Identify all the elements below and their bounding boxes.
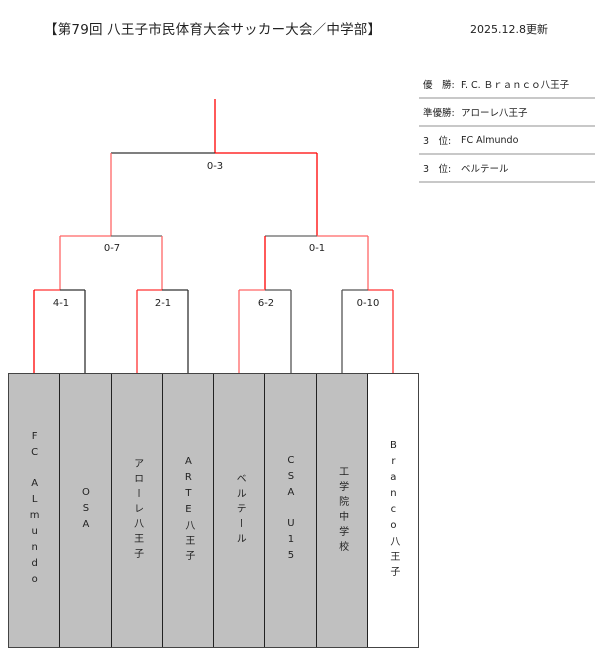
team-name: アローレ八王子	[131, 458, 143, 563]
team-box-champion: Branco八王子	[367, 374, 418, 647]
page-title: 【第79回 八王子市民体育大会サッカー大会／中学部】	[44, 22, 382, 38]
team-name: 工学院中学校	[336, 465, 348, 556]
result-label: 3 位:	[423, 136, 452, 147]
updated-date: 2025.12.8更新	[470, 23, 548, 36]
round1-score-4: 0-10	[356, 298, 380, 309]
result-value: ベルテール	[461, 164, 509, 175]
team-box: 工学院中学校	[316, 374, 368, 647]
result-label: 準優勝:	[423, 108, 455, 119]
final-score: 0-3	[206, 161, 224, 172]
team-box: FC ALmundo	[9, 374, 61, 647]
result-third-1: 3 位: FC Almundo	[419, 127, 595, 155]
team-name: ARTE八王子	[182, 456, 194, 565]
team-name: CSA U15	[285, 455, 297, 566]
result-runner-up: 準優勝: アローレ八王子	[419, 99, 595, 127]
round1-score-3: 6-2	[257, 298, 275, 309]
team-name: Branco八王子	[387, 440, 399, 581]
semifinal-score-2: 0-1	[308, 243, 326, 254]
team-box: ベルテール	[214, 374, 266, 647]
result-third-2: 3 位: ベルテール	[419, 155, 595, 183]
team-box: OSA	[60, 374, 112, 647]
result-value: アローレ八王子	[461, 108, 528, 119]
round1-score-2: 2-1	[154, 298, 172, 309]
team-box: アローレ八王子	[111, 374, 163, 647]
semifinal-score-1: 0-7	[103, 243, 121, 254]
team-box: CSA U15	[265, 374, 317, 647]
result-label: 3 位:	[423, 164, 452, 175]
team-row: FC ALmundo OSA アローレ八王子 ARTE八王子 ベルテール CSA…	[8, 373, 419, 648]
team-name: FC ALmundo	[29, 431, 41, 590]
team-name: ベルテール	[234, 473, 246, 548]
team-name: OSA	[80, 486, 92, 535]
round1-score-1: 4-1	[52, 298, 70, 309]
result-value: FC Almundo	[461, 134, 519, 146]
results-summary: 優 勝: F. C. Ｂｒａｎｃｏ八王子 準優勝: アローレ八王子 3 位: F…	[419, 71, 595, 183]
result-label: 優 勝:	[423, 80, 455, 91]
result-value: F. C. Ｂｒａｎｃｏ八王子	[461, 80, 570, 91]
result-champion: 優 勝: F. C. Ｂｒａｎｃｏ八王子	[419, 71, 595, 99]
team-box: ARTE八王子	[162, 374, 214, 647]
